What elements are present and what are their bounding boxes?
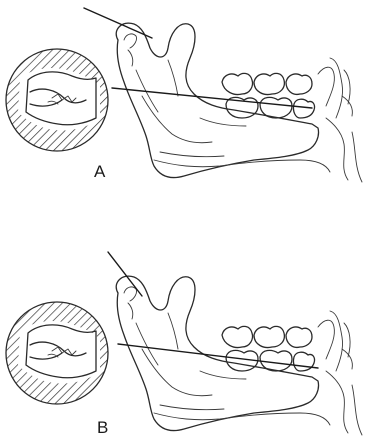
mandible-drawing-b <box>116 276 362 435</box>
pointer-line-a-upper <box>84 8 152 38</box>
panel-label-a: A <box>94 162 106 181</box>
pointer-line-b-lower <box>118 344 318 368</box>
panel-b: B <box>6 252 362 437</box>
joint-inset-b <box>6 302 108 404</box>
mandible-drawing-a <box>116 23 362 182</box>
joint-inset-a <box>6 49 108 151</box>
panel-label-b: B <box>97 418 108 437</box>
panel-a: A <box>6 8 362 182</box>
pointer-line-b-upper <box>108 252 142 296</box>
